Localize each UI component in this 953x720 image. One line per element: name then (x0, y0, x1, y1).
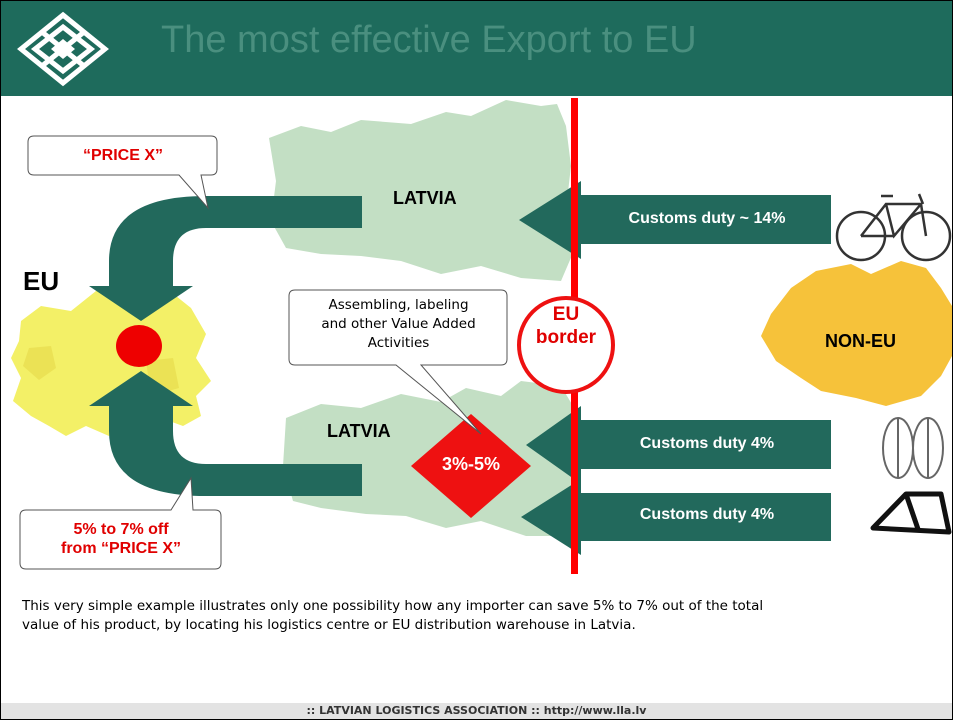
eu-border-circle (517, 296, 615, 394)
non-eu-map (761, 261, 952, 406)
export-diagram: EU LATVIA LATVIA NON-EU Customs duty ~ 1… (1, 96, 952, 586)
customs-arrow-bottom-label: Customs duty 4% (639, 506, 775, 523)
non-eu-label: NON-EU (825, 331, 896, 351)
savings-callout-box (19, 476, 222, 570)
bike-frame-icon (870, 491, 952, 535)
header-bar: The most effective Export to EU (1, 1, 952, 96)
wheels-icon (882, 417, 944, 479)
vas-callout-text: Assembling, labeling and other Value Add… (290, 296, 507, 353)
vas-callout-line2: and other Value Added (321, 316, 476, 332)
eu-border-label: EU border (519, 303, 613, 349)
savings-callout-text: 5% to 7% off from “PRICE X” (21, 520, 221, 558)
curved-arrow-bottom (89, 371, 362, 496)
savings-callout-line1: 5% to 7% off (73, 521, 169, 538)
vas-diamond (411, 414, 531, 518)
page-title: The most effective Export to EU (161, 19, 697, 61)
curved-arrow-top (89, 196, 362, 321)
eu-border-label-line1: EU (552, 304, 580, 325)
customs-arrow-bottom (521, 479, 831, 555)
eu-label: EU (23, 266, 60, 296)
price-callout-box (27, 135, 218, 210)
footer: :: LATVIAN LOGISTICS ASSOCIATION :: http… (1, 703, 952, 719)
bicycle-icon (835, 193, 952, 262)
diagram-graphics (11, 98, 952, 574)
vas-callout-line1: Assembling, labeling (328, 297, 469, 313)
price-callout-text: “PRICE X” (82, 147, 163, 164)
eu-border-label-line2: border (535, 327, 597, 348)
association-logo-icon (17, 11, 109, 87)
latvia-label-top: LATVIA (393, 188, 457, 208)
eu-destination-dot (116, 325, 162, 367)
customs-arrow-middle (526, 406, 831, 484)
customs-arrow-top (519, 181, 831, 259)
savings-callout-line2: from “PRICE X” (60, 540, 181, 557)
vas-callout-box (288, 289, 508, 435)
latvia-map-top (269, 100, 576, 281)
vas-callout-line3: Activities (367, 335, 430, 351)
description-text: This very simple example illustrates onl… (22, 598, 764, 633)
latvia-label-bottom: LATVIA (327, 421, 391, 441)
customs-arrow-middle-label: Customs duty 4% (639, 435, 775, 452)
vas-percent-label: 3%-5% (441, 454, 501, 474)
customs-arrow-top-label: Customs duty ~ 14% (628, 210, 786, 227)
